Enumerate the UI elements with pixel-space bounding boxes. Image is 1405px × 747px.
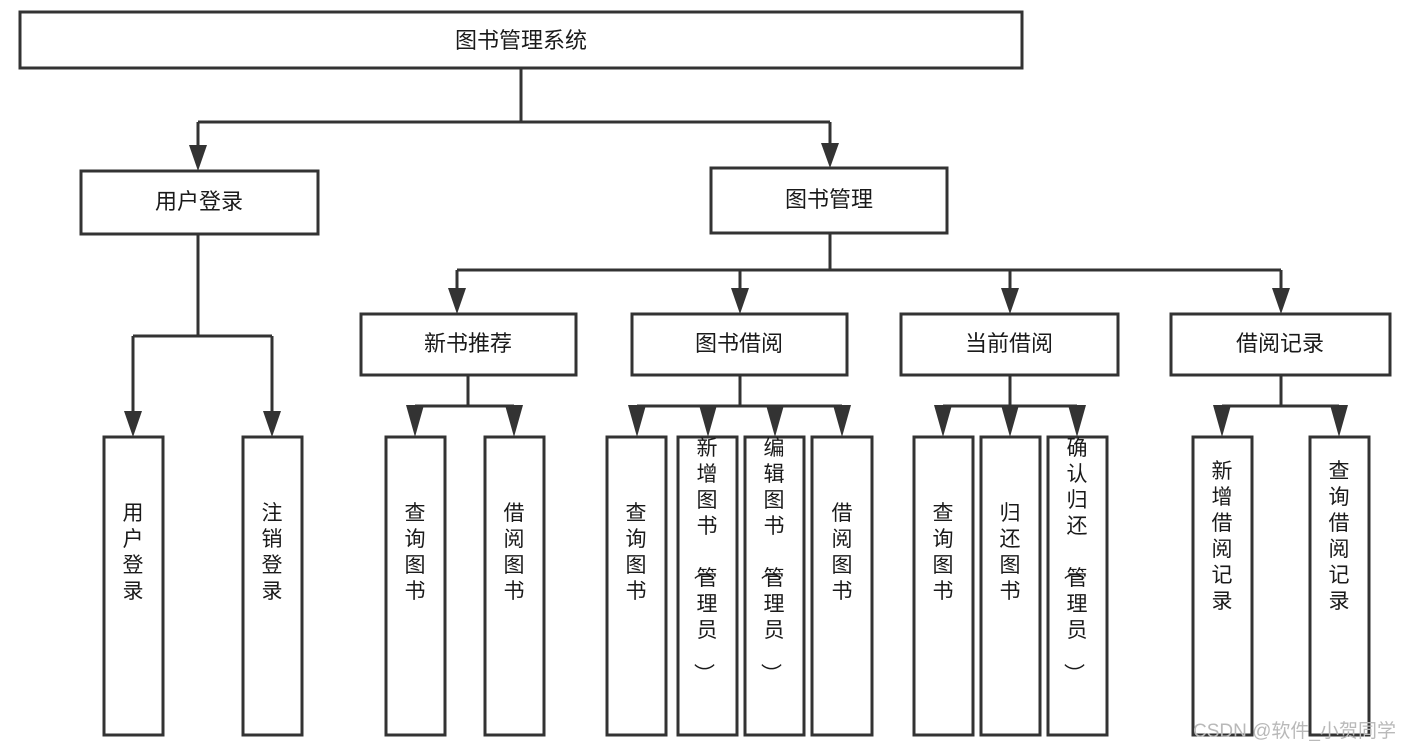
arrow-current-leaf-1 [934, 405, 952, 437]
leaf-node-borrow-query-book[interactable]: 查询图书 [605, 435, 668, 737]
connector-group-book-borrow [628, 375, 851, 437]
node-borrow-record[interactable]: 借阅记录 [1169, 312, 1392, 377]
leaf-node-borrow-add-book[interactable]: 新增图书（管理员） [676, 435, 739, 737]
arrow-to-new-book-recommend [448, 288, 466, 314]
leaf-borrow-borrow-book-label: 借阅图书 [832, 502, 853, 603]
node-current-borrow-box[interactable] [899, 312, 1120, 377]
node-book-management-box[interactable] [709, 166, 949, 235]
leaf-record-query-box[interactable] [1308, 435, 1371, 737]
leaf-borrow-query-book-box[interactable] [605, 435, 668, 737]
leaf-user-login-box[interactable] [102, 435, 165, 737]
arrow-borrow-leaf-2 [699, 405, 717, 437]
arrow-root-to-book-mgmt [821, 143, 839, 168]
arrow-record-leaf-2 [1330, 405, 1348, 437]
leaf-node-current-query-book[interactable]: 查询图书 [912, 435, 975, 737]
leaf-node-borrow-borrow-book[interactable]: 借阅图书 [810, 435, 874, 737]
leaf-borrow-add-book-label: 新增图书（管理员） [692, 437, 718, 684]
arrow-borrow-leaf-1 [628, 405, 646, 437]
node-current-borrow[interactable]: 当前借阅 [899, 312, 1120, 377]
leaf-node-record-add[interactable]: 新增借阅记录 [1191, 435, 1254, 737]
node-current-borrow-label: 当前借阅 [965, 331, 1053, 356]
leaf-current-return-book-box[interactable] [979, 435, 1042, 737]
leaf-borrow-edit-book-box[interactable] [743, 435, 806, 737]
connector-group-new-book-recommend [406, 375, 523, 437]
node-book-management-label: 图书管理 [785, 187, 873, 212]
leaf-record-query-label: 查询借阅记录 [1329, 460, 1350, 613]
leaf-user-login-label: 用户登录 [123, 502, 144, 603]
leaf-borrow-borrow-book-box[interactable] [810, 435, 874, 737]
arrow-to-leaf-user-login [124, 411, 142, 437]
leaf-node-logout[interactable]: 注销登录 [241, 435, 304, 737]
arrow-recommend-leaf-2 [505, 405, 523, 437]
leaf-borrow-add-book-box[interactable] [676, 435, 739, 737]
node-book-borrow[interactable]: 图书借阅 [630, 312, 849, 377]
node-user-login-label: 用户登录 [155, 189, 243, 214]
node-user-login-box[interactable] [79, 169, 320, 236]
leaf-recommend-borrow-book-label: 借阅图书 [504, 502, 525, 603]
arrow-current-leaf-2 [1001, 405, 1019, 437]
node-book-management[interactable]: 图书管理 [709, 166, 949, 235]
connector-group-current-borrow [934, 375, 1086, 437]
arrow-to-book-borrow [731, 288, 749, 314]
leaf-node-borrow-edit-book[interactable]: 编辑图书（管理员） [743, 435, 806, 737]
leaf-node-user-login[interactable]: 用户登录 [102, 435, 165, 737]
leaf-recommend-query-book-label: 查询图书 [405, 502, 426, 603]
arrow-to-borrow-record [1272, 288, 1290, 314]
node-borrow-record-box[interactable] [1169, 312, 1392, 377]
leaf-recommend-borrow-book-box[interactable] [483, 435, 546, 737]
arrow-to-leaf-logout [263, 411, 281, 437]
leaf-node-recommend-query-book[interactable]: 查询图书 [384, 435, 447, 737]
arrow-borrow-leaf-4 [833, 405, 851, 437]
arrow-root-to-user-login [189, 145, 207, 171]
leaf-current-return-book-label: 归还图书 [1000, 502, 1021, 603]
leaf-current-query-book-box[interactable] [912, 435, 975, 737]
leaf-node-current-return-book[interactable]: 归还图书 [979, 435, 1042, 737]
node-book-borrow-label: 图书借阅 [695, 331, 783, 356]
node-root-box[interactable] [18, 10, 1024, 70]
node-root[interactable]: 图书管理系统 [18, 10, 1024, 70]
connector-group-root [189, 68, 839, 171]
leaf-borrow-edit-book-label: 编辑图书（管理员） [759, 437, 785, 684]
node-book-borrow-box[interactable] [630, 312, 849, 377]
arrow-borrow-leaf-3 [766, 405, 784, 437]
node-new-book-recommend-box[interactable] [359, 312, 578, 377]
connector-group-book-mgmt [448, 233, 1290, 314]
leaf-record-add-box[interactable] [1191, 435, 1254, 737]
node-new-book-recommend[interactable]: 新书推荐 [359, 312, 578, 377]
node-user-login[interactable]: 用户登录 [79, 169, 320, 236]
leaf-current-confirm-return-label: 确认归还（管理员） [1062, 437, 1088, 684]
arrow-recommend-leaf-1 [406, 405, 424, 437]
leaf-node-recommend-borrow-book[interactable]: 借阅图书 [483, 435, 546, 737]
leaf-node-current-confirm-return[interactable]: 确认归还（管理员） [1046, 435, 1109, 737]
leaf-borrow-query-book-label: 查询图书 [626, 502, 647, 603]
arrow-record-leaf-1 [1213, 405, 1231, 437]
leaf-logout-label: 注销登录 [262, 502, 283, 603]
node-new-book-recommend-label: 新书推荐 [424, 331, 512, 356]
leaf-recommend-query-book-box[interactable] [384, 435, 447, 737]
node-root-label: 图书管理系统 [455, 28, 587, 53]
connector-group-user-login [124, 234, 281, 437]
leaf-current-confirm-return-box[interactable] [1046, 435, 1109, 737]
leaf-current-query-book-label: 查询图书 [933, 502, 954, 603]
csdn-watermark: CSDN @软件_小贺同学 [1193, 720, 1396, 742]
leaf-logout-box[interactable] [241, 435, 304, 737]
connector-group-borrow-record [1213, 375, 1348, 437]
leaf-record-add-label: 新增借阅记录 [1212, 460, 1233, 613]
node-borrow-record-label: 借阅记录 [1236, 331, 1324, 356]
leaf-node-record-query[interactable]: 查询借阅记录 [1308, 435, 1371, 737]
arrow-to-current-borrow [1001, 288, 1019, 314]
arrow-current-leaf-3 [1068, 405, 1086, 437]
